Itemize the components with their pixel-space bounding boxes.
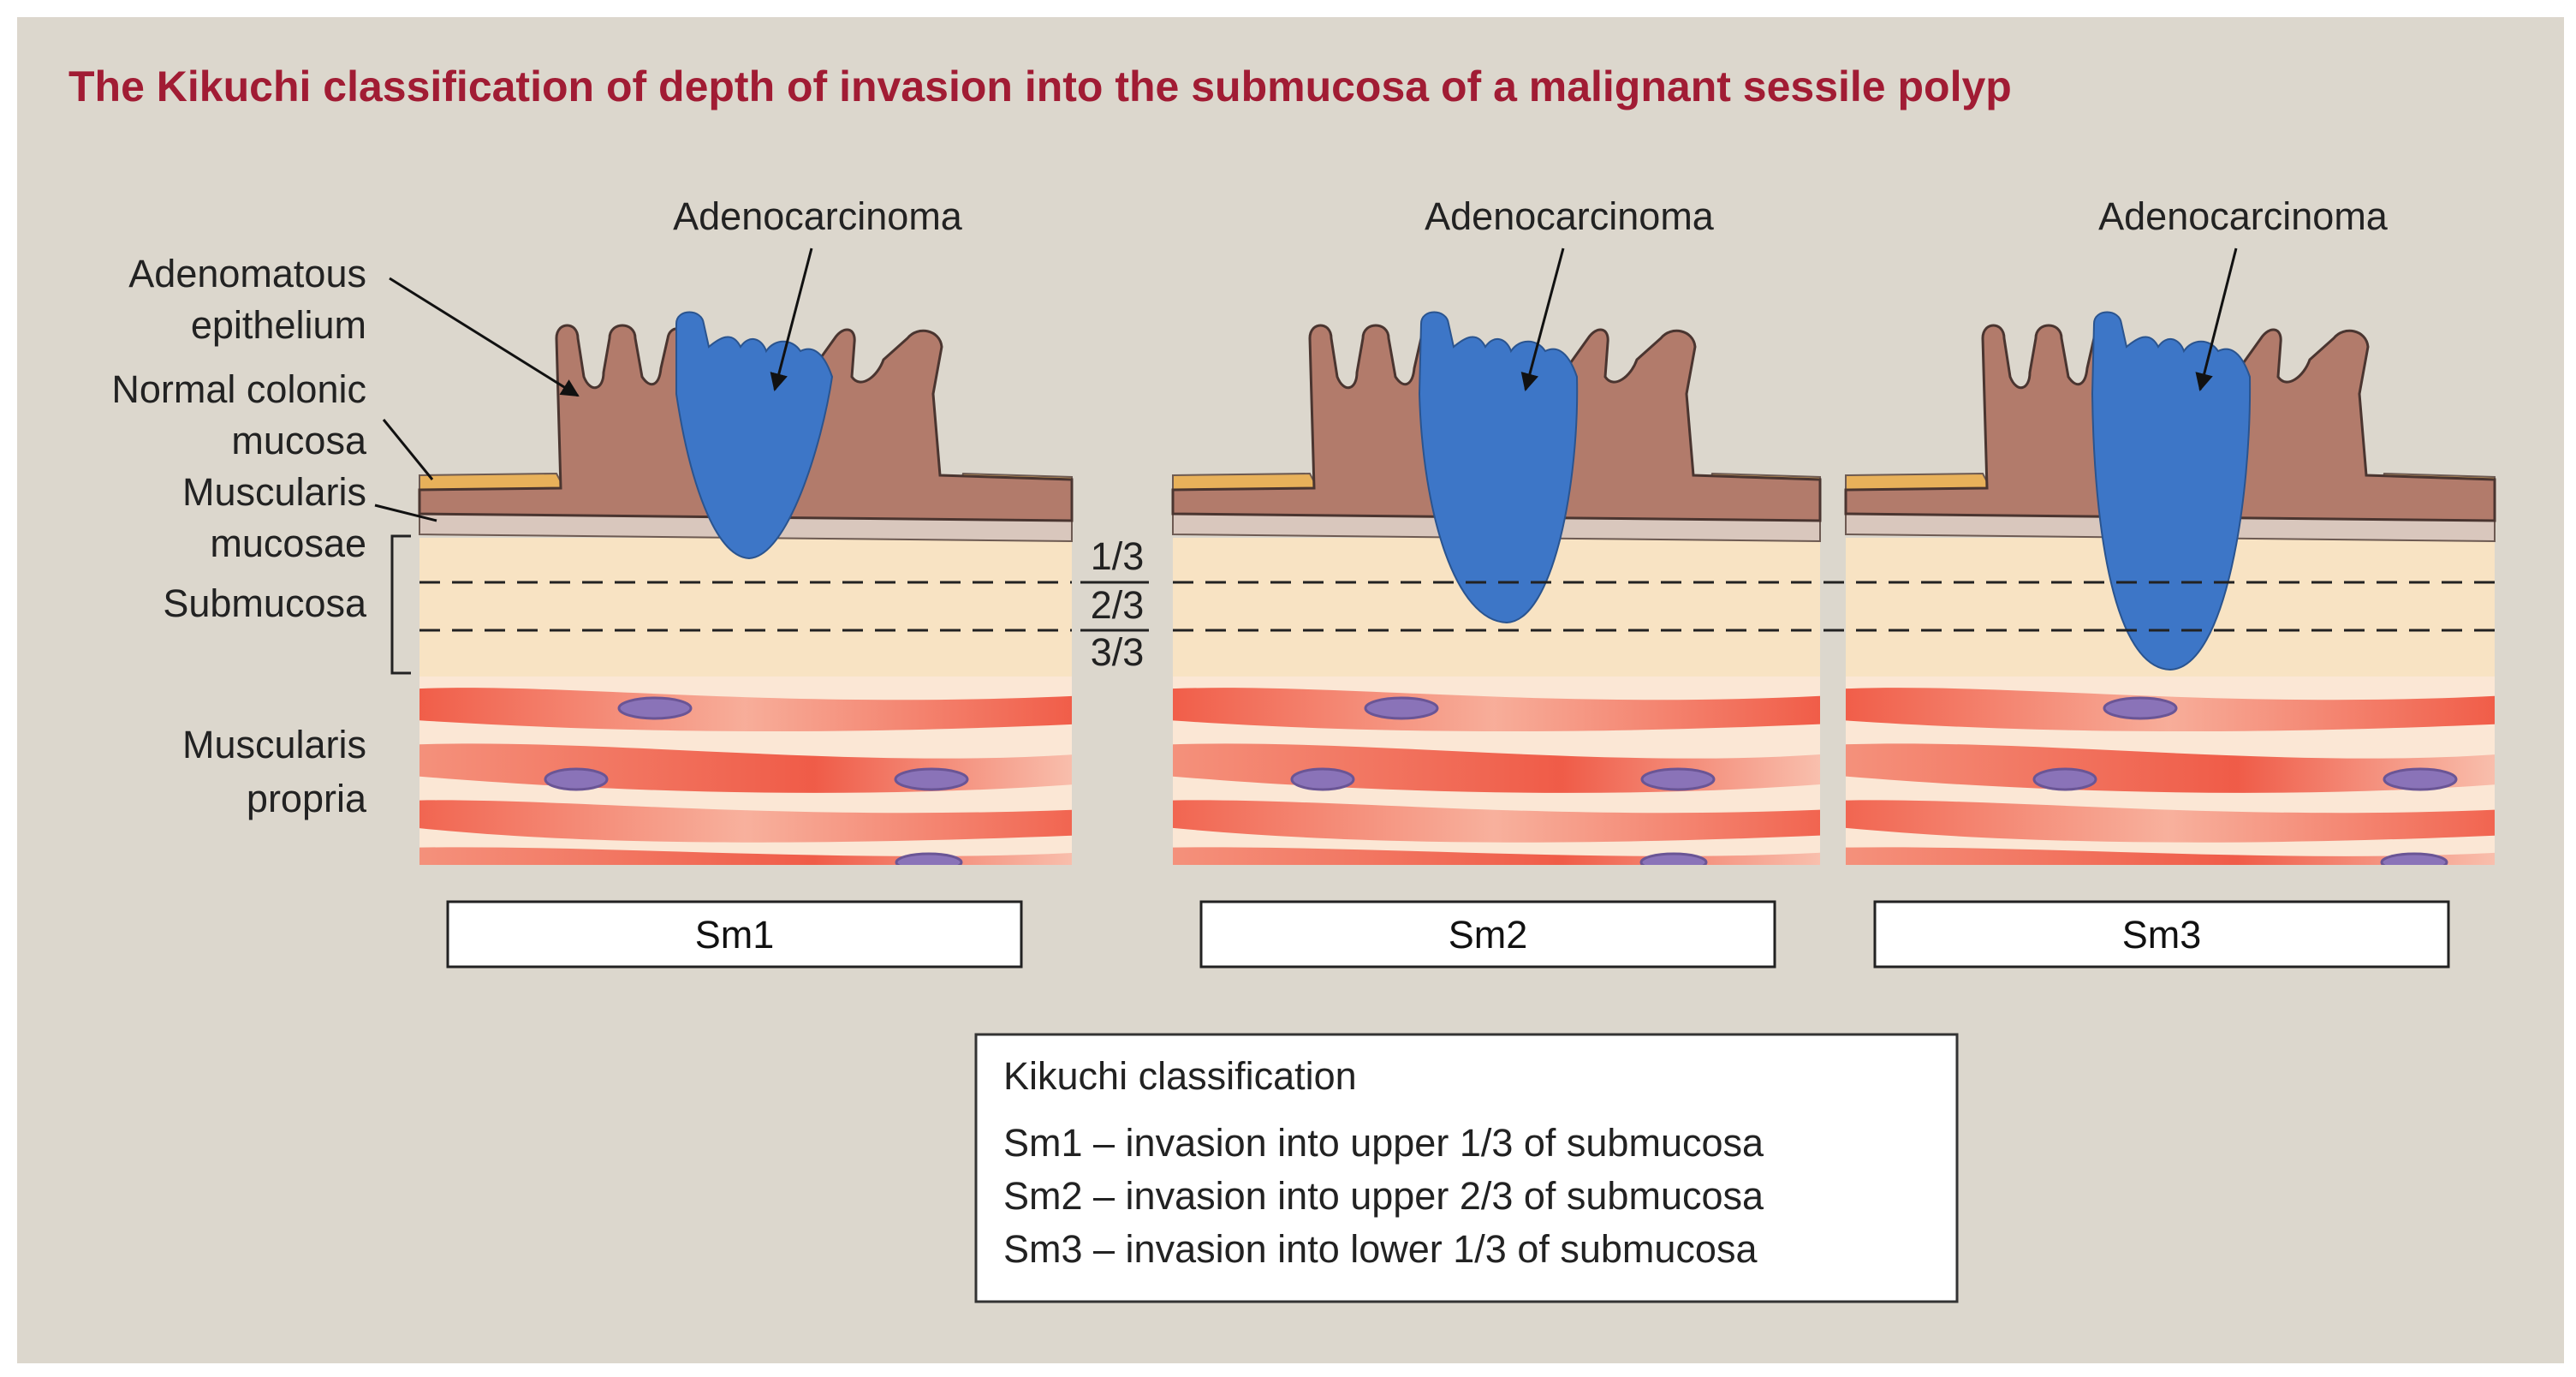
submucosa-layer [419,538,1072,679]
legend-heading: Kikuchi classification [1003,1054,1357,1098]
nucleus [2383,767,2458,791]
pointer-adenomatous [389,277,580,397]
stage-box [446,900,1023,969]
legend-line-1: Sm1 – invasion into upper 1/3 of submuco… [1003,1121,1764,1165]
panel-sm3: Sm3 [1844,311,2496,969]
legend-line-2: Sm2 – invasion into upper 2/3 of submuco… [1003,1174,1764,1218]
submucosa-bracket [390,534,411,675]
figure-title: The Kikuchi classification of depth of i… [68,63,2012,110]
muscularis-propria-layer [1173,677,1820,865]
label-musc-prop-1: Muscularis [182,723,366,766]
adenocarcinoma-region [675,311,834,560]
stage-label-sm3: Sm3 [2122,913,2202,957]
label-musc-prop-2: propria [247,777,367,820]
label-musc-muc-1: Muscularis [182,470,366,514]
muscularis-propria-layer [419,677,1072,865]
nucleus [1364,696,1439,720]
depth-mark-3: 3/3 [1091,630,1145,674]
label-normal-1: Normal colonic [111,367,366,411]
pointer-adenocarcinoma-3 [2195,247,2238,392]
label-adenocarcinoma-3: Adenocarcinoma [2098,194,2389,238]
muscularis-propria-layer [1846,677,2495,865]
nucleus [894,767,969,791]
pointer-adenocarcinoma-2 [1520,247,1565,392]
panel-sm2: Sm2 [1171,311,1822,969]
depth-mark-1: 1/3 [1091,534,1145,578]
label-normal-2: mucosa [231,419,367,462]
nucleus [2103,696,2178,720]
label-submucosa: Submucosa [163,581,367,625]
adenocarcinoma-region [2091,311,2252,671]
label-adenocarcinoma-2: Adenocarcinoma [1425,194,1715,238]
stage-label-sm2: Sm2 [1449,913,1528,957]
nucleus [2032,767,2097,791]
stage-box [1199,900,1776,969]
depth-mark-2: 2/3 [1091,583,1145,627]
depth-separators [1080,581,1149,632]
label-adenocarcinoma-1: Adenocarcinoma [673,194,963,238]
panel-sm1: Sm1 [418,311,1074,969]
label-musc-muc-2: mucosae [210,522,366,565]
nucleus [2380,852,2448,865]
label-adenomatous-2: epithelium [191,303,366,347]
nucleus [544,767,609,791]
depth-lines [419,581,2495,632]
nucleus [895,852,963,865]
nucleus [1639,852,1708,865]
pointer-muscularis-mucosae [374,504,437,522]
pointer-adenocarcinoma-1 [770,247,813,392]
label-adenomatous-1: Adenomatous [128,252,366,295]
pointer-normal-mucosa [382,419,434,480]
legend-line-3: Sm3 – invasion into lower 1/3 of submuco… [1003,1227,1758,1271]
nucleus [1290,767,1355,791]
stage-box [1873,900,2450,969]
legend-box: Kikuchi classification Sm1 – invasion in… [974,1033,1959,1303]
stage-label-sm1: Sm1 [695,913,775,957]
nucleus [617,696,693,720]
nucleus [1640,767,1716,791]
